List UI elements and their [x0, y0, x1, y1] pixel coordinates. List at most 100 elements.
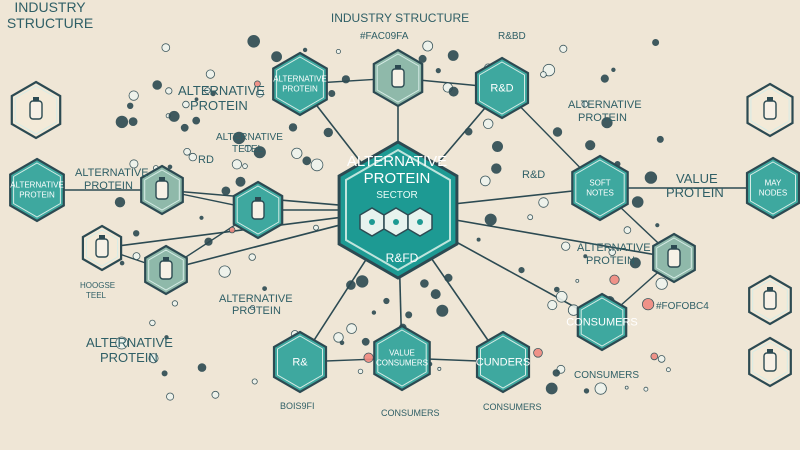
decorative-dot [161, 43, 171, 52]
node-small-left[interactable] [140, 164, 184, 216]
alt-tetel-label-1: ALTERNATIVE [216, 132, 283, 143]
decorative-dot [552, 127, 563, 137]
decorative-dot [204, 87, 211, 94]
decorative-dot [643, 386, 649, 392]
decorative-dot [371, 310, 377, 315]
dna-icon [29, 97, 43, 120]
decorative-dot [547, 300, 558, 311]
node-soft-notes-label: SOFT [589, 179, 610, 188]
node-alt-protein-left-label: PROTEIN [19, 191, 55, 200]
decorative-dot [356, 275, 369, 288]
decorative-dot [132, 230, 140, 237]
decorative-dot [341, 75, 350, 84]
node-right-bottom[interactable] [748, 336, 792, 388]
value-protein-label-1: VALUE [676, 171, 718, 186]
decorative-dot [484, 213, 497, 226]
node-dna-left[interactable] [10, 80, 62, 140]
decorative-dot [248, 253, 256, 261]
node-alt-protein-top-label: PROTEIN [282, 85, 318, 94]
node-may-nodes-label: MAY [765, 179, 782, 188]
decorative-dot [559, 44, 568, 53]
decorative-dot [197, 363, 207, 372]
decorative-dot [165, 87, 173, 95]
decorative-dot [650, 352, 659, 361]
decorative-dot [149, 319, 156, 327]
code-bottom-label: BOIS9FI [280, 401, 315, 411]
decorative-dot [491, 163, 502, 174]
alt-protein-mr-label-2: PROTEIN [586, 255, 635, 267]
decorative-dot [585, 140, 596, 151]
decorative-dot [609, 274, 620, 285]
decorative-dot [183, 148, 191, 156]
node-consumers-right[interactable]: CONSUMERS [566, 292, 638, 352]
node-sage-right[interactable] [652, 232, 696, 284]
node-consumers-right-label: CONSUMERS [566, 317, 638, 329]
hoogse-label-2: TEEL [86, 291, 107, 300]
decorative-dot [333, 332, 344, 343]
node-cunders[interactable]: CUNDERS [476, 330, 530, 394]
decorative-dot [444, 273, 453, 282]
decorative-dot [119, 260, 125, 266]
decorative-dot [148, 353, 159, 364]
decorative-dot [479, 175, 491, 187]
decorative-dot [540, 71, 547, 78]
alt-protein-ml-label-2: PROTEIN [232, 305, 281, 317]
central-node[interactable]: ALTERNATIVE PROTEIN SECTOR R&FD [337, 140, 459, 280]
decorative-dot [129, 159, 139, 169]
node-right-mid[interactable] [748, 274, 792, 326]
corner-title-line2: STRUCTURE [7, 15, 93, 31]
node-value-consumers-label: CONSUMERS [376, 359, 428, 368]
node-bottles-left[interactable] [232, 180, 284, 240]
decorative-dot [655, 223, 660, 228]
decorative-dot [232, 131, 246, 145]
decorative-dot [491, 140, 503, 152]
decorative-dot [180, 123, 189, 132]
decorative-dot [430, 289, 441, 300]
decorative-dot [608, 248, 616, 256]
hex-code-right-label: #FOFOBC4 [656, 301, 709, 312]
decorative-dot [644, 171, 658, 184]
decorative-dot [164, 335, 169, 340]
decorative-dot [231, 159, 242, 170]
decorative-dot [339, 340, 345, 346]
decorative-dot [553, 286, 560, 293]
decorative-dot [161, 370, 168, 377]
decorative-dot [437, 366, 442, 371]
decorative-dot [518, 266, 525, 274]
decorative-dot [538, 197, 549, 208]
decorative-dot [552, 369, 560, 377]
decorative-dot [253, 80, 261, 88]
leaf-icon [155, 177, 169, 200]
corner-title-line1: INDUSTRY [14, 0, 86, 15]
decorative-dot [346, 280, 356, 290]
decorative-dot [601, 117, 613, 129]
decorative-dot [228, 226, 236, 234]
node-rd-top-label: R&D [490, 83, 513, 95]
node-jar-left[interactable] [81, 224, 123, 272]
decorative-dot [357, 368, 364, 375]
decorative-dot [533, 347, 543, 358]
node-flask-top[interactable] [372, 48, 424, 108]
decorative-dot [420, 279, 429, 288]
alt-protein-bl-label-1: ALTERNATIVE [86, 335, 173, 350]
node-rd-top[interactable]: R&D [474, 56, 530, 120]
node-alt-protein-left-label: ALTERNATIVE [10, 181, 64, 190]
decorative-dot [152, 80, 163, 90]
decorative-dot [583, 254, 588, 259]
node-right-top[interactable] [746, 82, 794, 138]
node-rd-bottom[interactable]: R& [272, 330, 328, 394]
decorative-dot [192, 116, 201, 125]
decorative-dot [655, 277, 668, 290]
alt-protein-mr-label-1: ALTERNATIVE [577, 242, 651, 254]
alt-protein-ml-label-1: ALTERNATIVE [219, 293, 293, 305]
decorative-dot [656, 135, 664, 143]
decorative-dot [594, 382, 607, 395]
node-sage-left[interactable] [144, 244, 188, 296]
decorative-dot [115, 336, 129, 350]
